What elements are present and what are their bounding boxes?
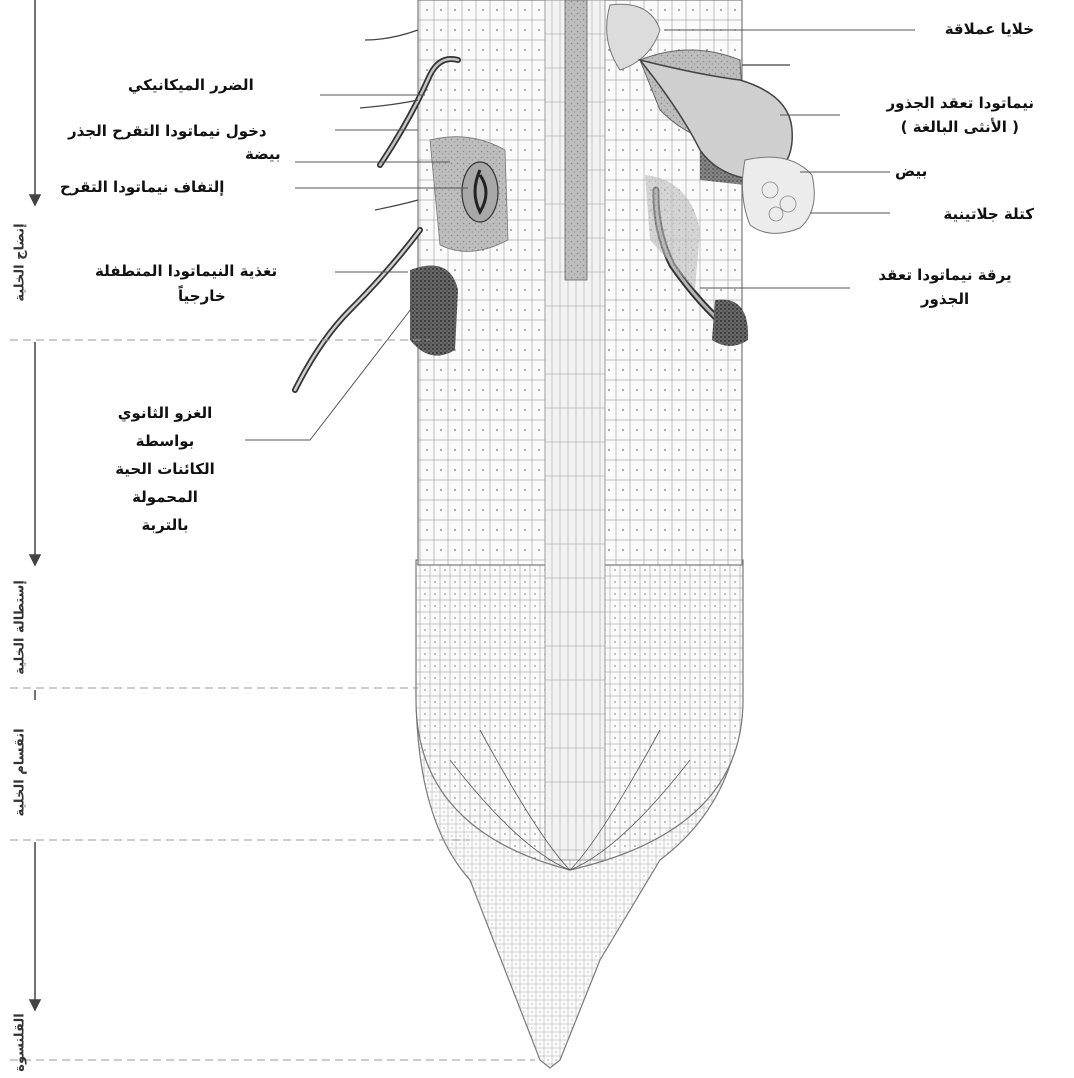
stage-arrows: [30, 0, 40, 1010]
zone-elongation: إستطالة الخلية: [13, 573, 28, 683]
xylem-strand: [565, 0, 587, 280]
label-secondary-3: الكائنات الحية: [80, 458, 250, 480]
label-egg: بيضة: [245, 143, 281, 165]
label-giant-cells: خلايا عملاقة: [945, 18, 1034, 40]
label-root-knot-female: نيماتودا تعقد الجذور: [886, 92, 1034, 114]
label-root-knot-female-sub: ( الأنثى البالغة ): [901, 116, 1019, 138]
label-eggs: بيض: [895, 160, 927, 182]
label-mechanical-damage: الضرر الميكانيكي: [128, 74, 254, 96]
label-juvenile-1: يرقة نيماتودا تعقد: [845, 264, 1045, 286]
zone-root-cap: القلنسوة: [13, 1008, 28, 1078]
label-secondary-1: الغزو الثانوي: [80, 402, 250, 424]
ectoparasitic-nematode: [295, 230, 420, 390]
secondary-invasion-site: [410, 266, 458, 356]
label-lesion-entry: دخول نيماتودا التقرح الجذر: [68, 120, 267, 142]
label-secondary-4: المحمولة: [80, 486, 250, 508]
zone-maturation: إنضاج الخلية: [13, 213, 28, 313]
label-secondary-5: بالتربة: [80, 514, 250, 536]
zone-division: انقسام الخلية: [13, 723, 28, 823]
label-ecto-feeding-2: خارجياً: [178, 285, 226, 307]
juvenile-feeding-site: [712, 300, 748, 347]
egg-mass: [742, 157, 814, 233]
label-gelatinous-matrix: كتلة جلاتينية: [943, 203, 1034, 225]
label-ecto-feeding-1: تغذية النيماتودا المتطفلة: [95, 260, 277, 282]
label-lesion-coiled: إلتفاف نيماتودا التقرح: [60, 176, 224, 198]
label-juvenile-2: الجذور: [845, 288, 1045, 310]
coiled-lesion-nematode: [462, 162, 498, 222]
label-secondary-2: بواسطة: [80, 430, 250, 452]
